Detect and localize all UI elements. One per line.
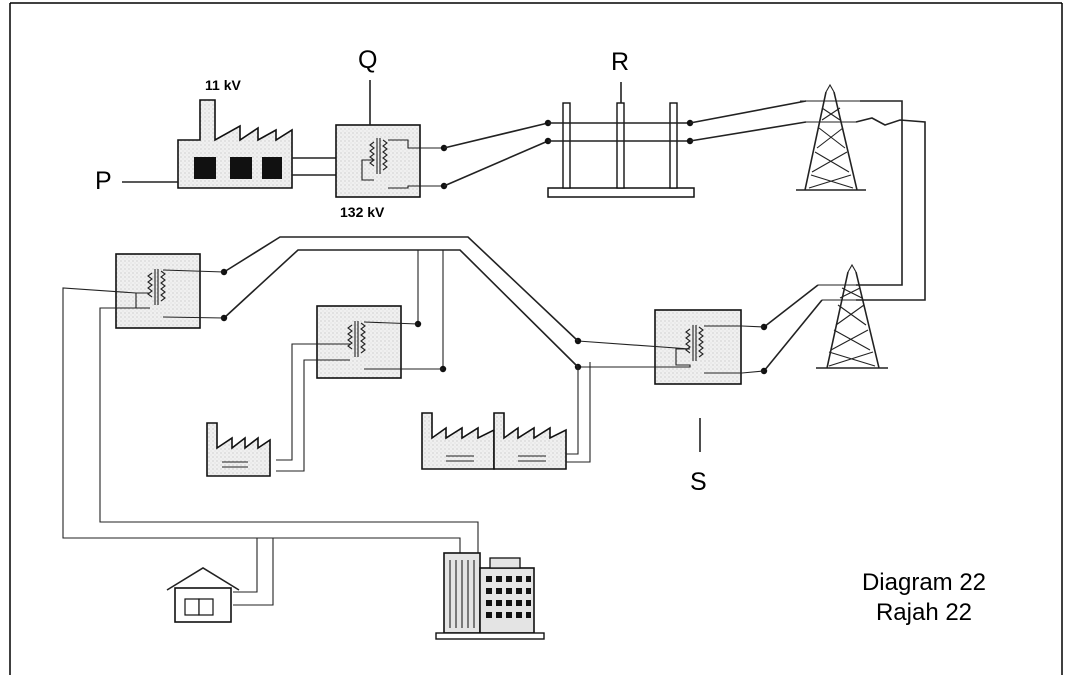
label-11kv: 11 kV xyxy=(205,77,241,93)
label-q: Q xyxy=(358,46,377,74)
step-down-transformer xyxy=(577,309,765,385)
transmission-tower-top xyxy=(796,83,866,191)
caption-english: Diagram 22 xyxy=(862,569,986,596)
step-up-transformer xyxy=(335,124,444,198)
label-p: P xyxy=(95,167,112,195)
transmission-tower-bottom xyxy=(816,263,888,369)
transformer-factory xyxy=(276,305,443,472)
factory-small xyxy=(206,422,271,477)
factory-pair xyxy=(421,412,567,470)
house xyxy=(166,567,240,623)
power-station xyxy=(177,99,293,189)
switching-station xyxy=(547,102,695,198)
caption-malay: Rajah 22 xyxy=(876,599,972,626)
label-r: R xyxy=(611,48,629,76)
label-s: S xyxy=(690,468,707,496)
label-132kv: 132 kV xyxy=(340,204,385,220)
office-building xyxy=(435,552,545,640)
transformer-residential xyxy=(115,253,225,329)
page-border xyxy=(9,2,1063,675)
